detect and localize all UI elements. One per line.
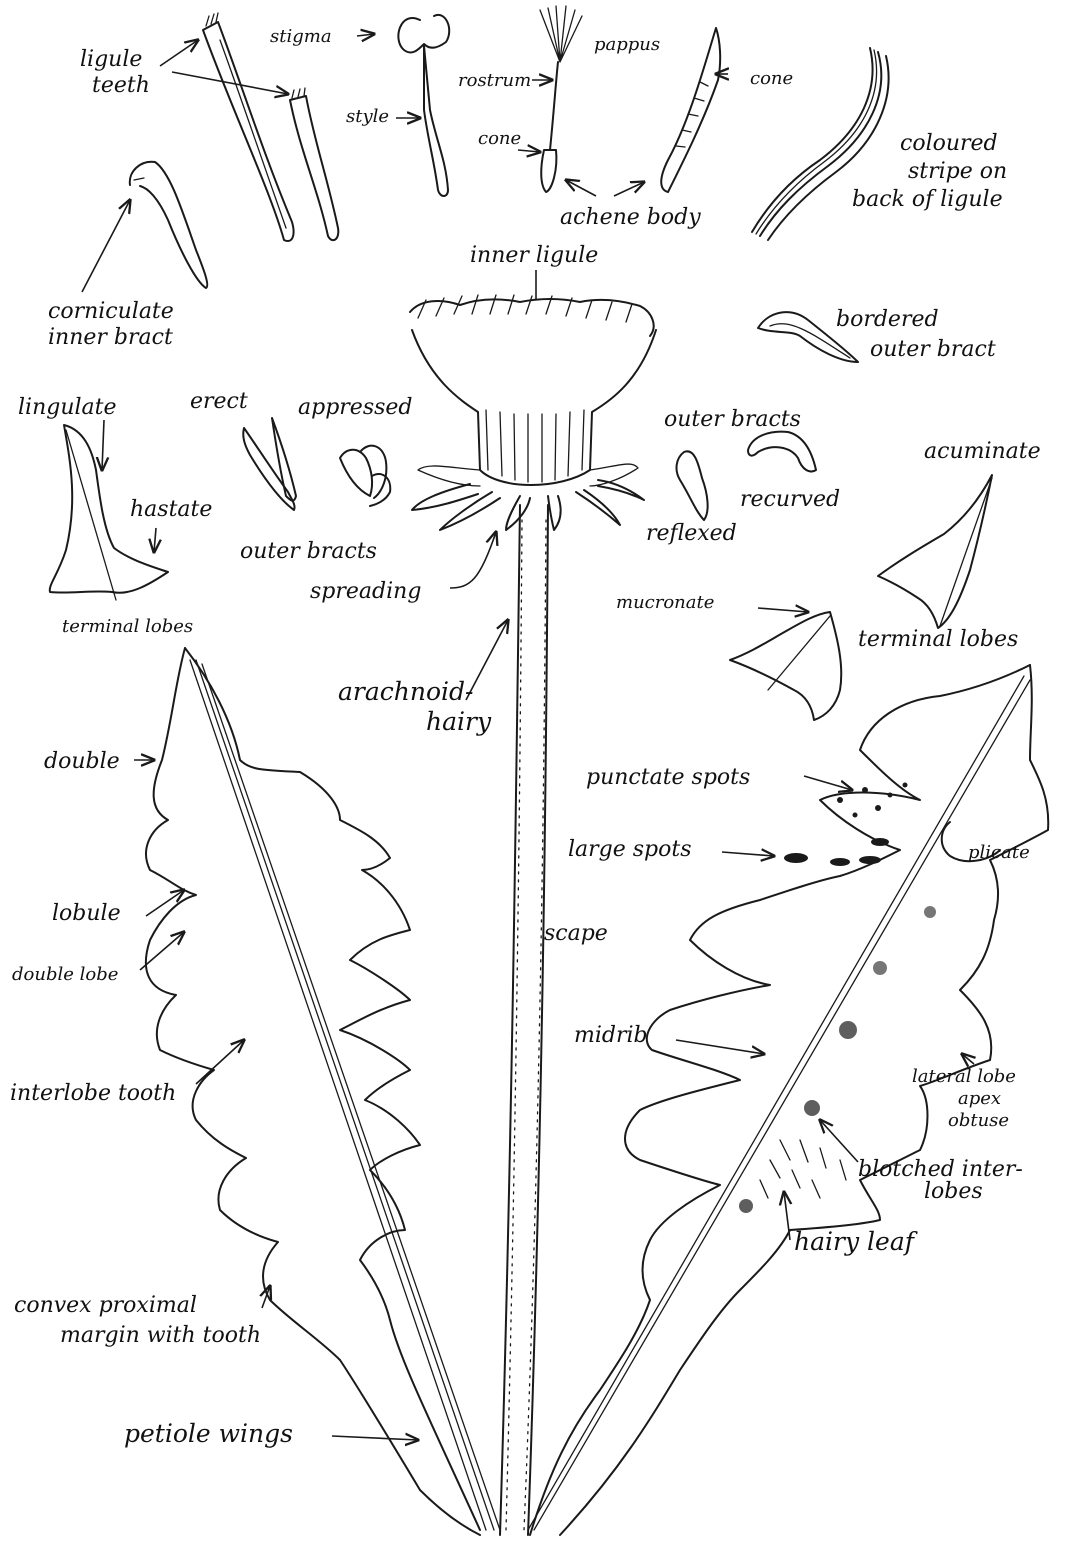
erect-bract-drawing: [243, 418, 296, 510]
label-cone-seed: cone: [478, 128, 521, 149]
small-ligule-drawing: [290, 88, 338, 240]
flower-head-drawing: [410, 295, 656, 530]
label-lateral-lobe: lateral lobe: [912, 1066, 1016, 1087]
label-hastate: hastate: [130, 497, 212, 522]
label-coloured: coloured: [900, 131, 998, 156]
label-outer-bract: outer bract: [870, 337, 996, 362]
label-plicate: plicate: [968, 842, 1030, 863]
acuminate-lobe-drawing: [878, 475, 992, 628]
recurved-bract-drawing: [748, 432, 816, 472]
label-large-spots: large spots: [568, 837, 692, 862]
seed-drawing: [540, 6, 582, 192]
ligule-drawing: [203, 13, 294, 241]
label-style: style: [346, 106, 389, 127]
label-margin-with-tooth: margin with tooth: [60, 1323, 261, 1348]
label-teeth: teeth: [92, 73, 150, 98]
label-stigma: stigma: [270, 26, 332, 47]
label-convex-proximal: convex proximal: [14, 1293, 197, 1318]
label-interlobe-tooth: interlobe tooth: [10, 1081, 176, 1106]
reflexed-bract-drawing: [677, 451, 708, 520]
stigma-style-drawing: [398, 15, 449, 196]
label-recurved: recurved: [740, 487, 840, 512]
label-erect: erect: [190, 389, 248, 414]
label-back-of-ligule: back of ligule: [852, 187, 1003, 212]
label-petiole-wings: petiole wings: [124, 1419, 293, 1448]
label-outer-bracts-left: outer bracts: [240, 539, 377, 564]
label-corniculate: corniculate: [48, 299, 174, 324]
label-double-lobe: double lobe: [12, 964, 118, 985]
label-mucronate: mucronate: [616, 592, 714, 613]
achene-drawing: [661, 28, 720, 192]
label-midrib: midrib: [574, 1023, 648, 1048]
scape-drawing: [500, 505, 548, 1535]
label-lingulate: lingulate: [18, 395, 117, 420]
label-spreading: spreading: [310, 579, 421, 604]
label-arachnoid: arachnoid-: [338, 677, 473, 706]
label-outer-bracts-right: outer bracts: [664, 407, 801, 432]
label-apex: apex: [958, 1088, 1001, 1109]
label-inner-ligule: inner ligule: [470, 243, 598, 268]
label-inner-bract: inner bract: [48, 325, 173, 350]
label-scape: scape: [544, 921, 608, 946]
appressed-bract-drawing: [340, 446, 390, 506]
label-stripe-on: stripe on: [908, 159, 1007, 184]
label-cone-top: cone: [750, 68, 793, 89]
label-ligule: ligule: [80, 47, 142, 72]
mucronate-lobe-drawing: [730, 612, 841, 720]
corniculate-bract-drawing: [130, 162, 207, 288]
label-rostrum: rostrum: [458, 70, 531, 91]
label-lobule: lobule: [52, 901, 121, 926]
label-terminal-lobes-left: terminal lobes: [62, 616, 193, 637]
label-hairy: hairy: [426, 707, 492, 736]
label-bordered: bordered: [836, 307, 939, 332]
label-double: double: [44, 749, 120, 774]
label-lobes: lobes: [924, 1179, 983, 1204]
label-hairy-leaf: hairy leaf: [794, 1227, 918, 1256]
label-punctate-spots: punctate spots: [586, 765, 750, 790]
left-leaf-drawing: [146, 648, 500, 1535]
label-obtuse: obtuse: [948, 1110, 1009, 1131]
label-acuminate: acuminate: [924, 439, 1041, 464]
label-appressed: appressed: [298, 395, 413, 420]
label-achene-body: achene body: [560, 205, 701, 230]
label-terminal-lobes-right: terminal lobes: [858, 627, 1018, 652]
label-pappus: pappus: [594, 34, 660, 55]
label-reflexed: reflexed: [646, 521, 737, 546]
